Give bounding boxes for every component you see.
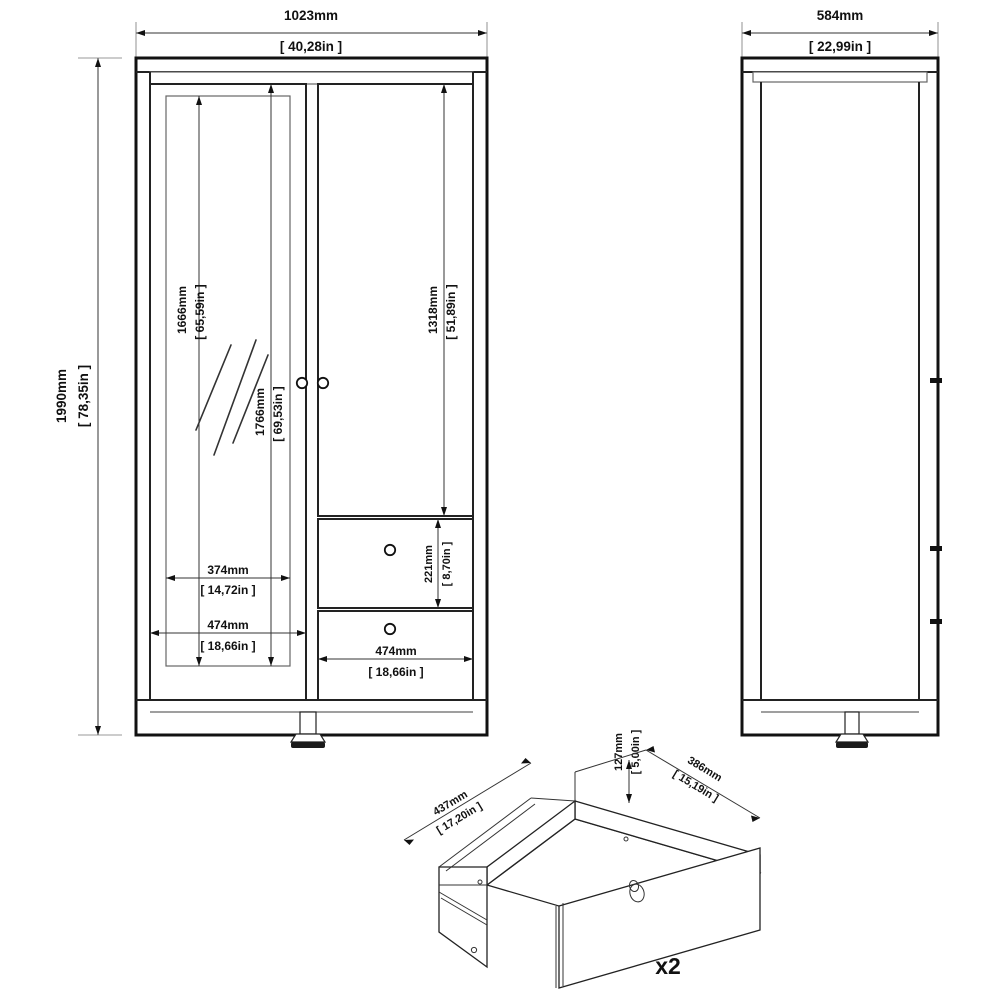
right-door[interactable] — [317, 83, 474, 517]
dim-right-door-height: 1318mm [ 51,89in ] — [426, 84, 458, 516]
dim-overall-depth-mm: 584mm — [817, 8, 864, 23]
dim-overall-depth: 584mm [ 22,99in ] — [741, 8, 939, 58]
dim-mirror-door-height: 1766mm [ 69,53in ] — [253, 84, 285, 666]
dim-drawer-box-height-in: [ 5,00in ] — [630, 729, 642, 774]
drawer-outer-left-panel — [438, 866, 488, 969]
dim-overall-width-mm: 1023mm — [284, 8, 338, 23]
dim-drawer-box-depth: 386mm [ 15,19in ] — [645, 746, 761, 822]
dim-mirror-door-height-in: [ 69,53in ] — [271, 386, 285, 441]
dim-right-door-height-mm: 1318mm — [426, 286, 440, 334]
side-top-panel — [752, 71, 928, 83]
dim-mirror-door-height-mm: 1766mm — [253, 388, 267, 436]
hinge-top-icon — [930, 378, 942, 383]
dim-overall-height-mm: 1990mm — [54, 369, 69, 423]
dim-drawer-box-height: 127mm [ 5,00in ] — [613, 729, 642, 803]
dim-overall-height: 1990mm [ 78,35in ] — [54, 57, 122, 736]
left-mirror-door[interactable] — [149, 83, 307, 701]
drawer-side-screw-icon — [477, 879, 483, 885]
drawer-lower[interactable] — [317, 610, 474, 701]
dim-mirror-height-in: [ 65,59in ] — [193, 284, 207, 339]
side-elevation-view: 584mm [ 22,99in ] — [740, 8, 942, 748]
drawer-upper-knob-icon[interactable] — [383, 543, 397, 557]
drawer-stack — [317, 518, 474, 701]
side-centre-foot — [834, 711, 870, 748]
dim-drawer-box-height-mm: 127mm — [613, 733, 625, 771]
side-carcass — [740, 56, 940, 737]
drawer-detail-view: 437mm [ 17,20in ] 386mm [ 15,19in ] 127m… — [403, 729, 762, 989]
dim-right-door-height-in: [ 51,89in ] — [444, 284, 458, 339]
left-door-knob-icon[interactable] — [295, 376, 309, 390]
right-door-knob-icon[interactable] — [316, 376, 330, 390]
dim-mirror-width: 374mm [ 14,72in ] — [166, 563, 290, 597]
dim-mirror-width-mm: 374mm — [207, 563, 248, 577]
drawer-detail-knob-icon — [628, 879, 645, 903]
drawer-lower-knob-icon[interactable] — [383, 622, 397, 636]
dim-drawer-width: 474mm [ 18,66in ] — [318, 644, 473, 679]
dim-overall-width-in: [ 40,28in ] — [280, 39, 342, 54]
front-centre-foot — [289, 711, 327, 748]
dim-drawer-box-length: 437mm [ 17,20in ] — [403, 758, 532, 845]
dim-drawer-front-height-in: [ 8,70in ] — [441, 541, 453, 586]
dim-drawer-width-in: [ 18,66in ] — [368, 665, 423, 679]
front-elevation-view: 1023mm [ 40,28in ] 1990mm [ 78,35in ] — [54, 8, 489, 748]
drawer-front-panel — [558, 847, 761, 989]
dim-left-door-width-in: [ 18,66in ] — [200, 639, 255, 653]
mirror-reflection-lines — [195, 339, 269, 456]
dim-drawer-front-height: 221mm [ 8,70in ] — [423, 519, 453, 608]
hinge-bottom-icon — [930, 619, 942, 624]
drawer-runner-screw-icon — [470, 946, 478, 954]
drawer-base-screw-icon — [623, 836, 629, 842]
dim-mirror-width-in: [ 14,72in ] — [200, 583, 255, 597]
dim-drawer-width-mm: 474mm — [375, 644, 416, 658]
dim-mirror-height-mm: 1666mm — [175, 286, 189, 334]
drawer-quantity-label: x2 — [655, 953, 681, 979]
dim-overall-height-in: [ 78,35in ] — [76, 365, 91, 427]
dim-mirror-height: 1666mm [ 65,59in ] — [175, 96, 207, 666]
mirror-panel — [165, 95, 291, 667]
drawer-upper[interactable] — [317, 518, 474, 609]
dim-drawer-front-height-mm: 221mm — [423, 545, 435, 583]
dim-left-door-width-mm: 474mm — [207, 618, 248, 632]
hinge-middle-icon — [930, 546, 942, 551]
dim-overall-depth-in: [ 22,99in ] — [809, 39, 871, 54]
dim-left-door-width: 474mm [ 18,66in ] — [150, 618, 306, 653]
side-hinges — [930, 378, 942, 624]
right-door-panel[interactable] — [317, 83, 474, 517]
cabinet-top-panel — [149, 71, 474, 85]
dim-overall-width: 1023mm [ 40,28in ] — [135, 8, 488, 58]
drawer-isometric-box — [438, 749, 762, 989]
